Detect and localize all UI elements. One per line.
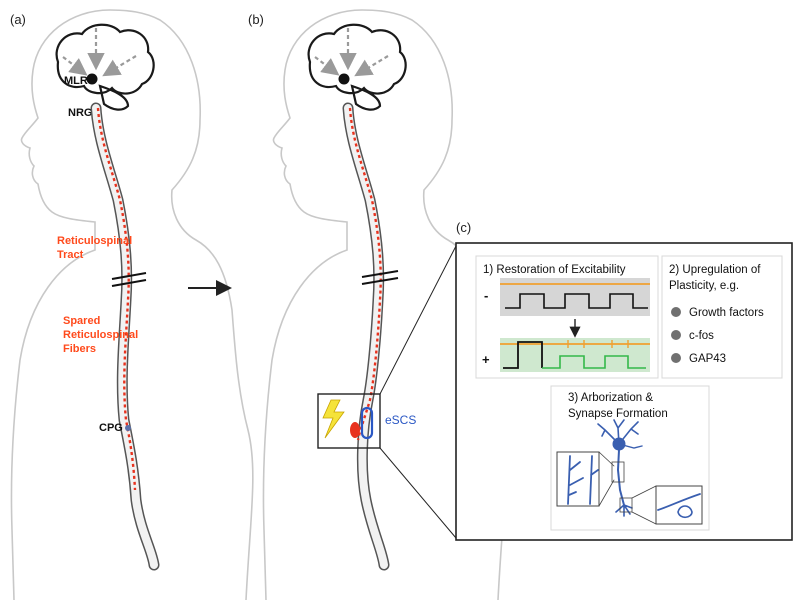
synapse-zoom-box [655, 485, 703, 525]
bullet-2 [671, 330, 681, 340]
zoom-connector-left-2 [598, 479, 615, 507]
stimulation-site [350, 422, 360, 438]
injury-mark-b-1 [361, 270, 399, 278]
plasticity-box [661, 255, 783, 379]
panel-a: (a) MLR NRG Reticulospinal Tract Spared … [10, 9, 254, 601]
neuron-axon [616, 449, 625, 506]
plus-sign: + [482, 352, 490, 367]
square-wave-top [505, 293, 648, 309]
zoom-connector-right-1 [631, 485, 657, 499]
mlr-dot-b [338, 73, 350, 85]
mlr-dot [86, 73, 98, 85]
nrg-label: NRG [68, 107, 92, 119]
minus-sign: - [484, 288, 488, 303]
zoom-branch-left [567, 455, 584, 505]
dendrite-small-box [611, 461, 625, 483]
panel-c: (c) 1) Restoration of Excitability - + 2… [455, 220, 793, 541]
brain-arrow-right-b [354, 55, 389, 77]
brain-arrow-right-a [102, 55, 137, 77]
injury-mark-a-2 [111, 279, 147, 287]
plasticity-item-1: Growth factors [689, 307, 764, 319]
dendrite-zoom-box [556, 451, 600, 507]
arborization-title-1: 3) Arborization & [568, 392, 653, 404]
neuron-dendrite-2 [618, 421, 639, 445]
synapse-bouton [677, 505, 693, 519]
bullet-1 [671, 307, 681, 317]
panel-b: (b) eSCS [248, 9, 506, 601]
spinal-cord-fill-b [344, 104, 388, 569]
plasticity-item-2: c-fos [689, 330, 714, 342]
reticulospinal-tract-label-1: Reticulospinal [57, 235, 132, 247]
reticulospinal-tract-label-2: Tract [57, 249, 84, 261]
spared-fibers-label-3: Fibers [63, 343, 96, 355]
stimulation-box [317, 393, 381, 449]
neuron-illustration [556, 419, 703, 525]
synapse-axon [657, 493, 701, 511]
brain-arrow-left-b [314, 56, 340, 76]
panel-a-label: (a) [10, 12, 26, 27]
zoom-branch-right [589, 455, 599, 505]
reticulospinal-fiber-b [348, 107, 382, 441]
neuron-dendrite-4 [618, 443, 643, 449]
body-silhouette-a [10, 9, 254, 601]
plasticity-title-2: Plasticity, e.g. [669, 280, 739, 292]
brain-a [55, 23, 155, 111]
plasticity-title-1: 2) Upregulation of [669, 264, 761, 276]
square-wave-bottom-black [503, 341, 543, 369]
brain-arrow-left-a [62, 56, 88, 76]
arborization-title-2: Synapse Formation [568, 408, 668, 420]
lightning-bolt-icon [322, 399, 345, 439]
square-wave-bottom-green [542, 355, 646, 369]
escs-electrode [360, 406, 374, 440]
panel-b-label: (b) [248, 12, 264, 27]
zoom-connector-right-2 [631, 511, 657, 525]
zoom-connector-left-1 [598, 451, 615, 467]
brain-b [307, 23, 407, 111]
zoom-line-top [379, 245, 457, 395]
reticulospinal-fiber-a [96, 107, 137, 491]
escs-label: eSCS [385, 413, 416, 427]
neuron-dendrite-3 [613, 419, 625, 445]
mlr-label: MLR [64, 75, 88, 87]
injury-mark-a-1 [111, 272, 147, 280]
cpg-label: CPG [99, 422, 123, 434]
synapse-small-box [619, 497, 633, 513]
spinal-cord-fill-a [92, 104, 158, 569]
zoom-line-bottom [379, 447, 457, 539]
spared-fibers-label-2: Reticulospinal [63, 329, 138, 341]
spared-fibers-label-1: Spared [63, 315, 100, 327]
panel-c-label: (c) [456, 220, 471, 235]
bullet-3 [671, 353, 681, 363]
cpg-dot [125, 425, 131, 431]
plasticity-item-3: GAP43 [689, 353, 726, 365]
injury-mark-b-2 [361, 277, 399, 285]
excitability-title: 1) Restoration of Excitability [483, 264, 626, 276]
neuron-dendrite-1 [597, 423, 620, 445]
